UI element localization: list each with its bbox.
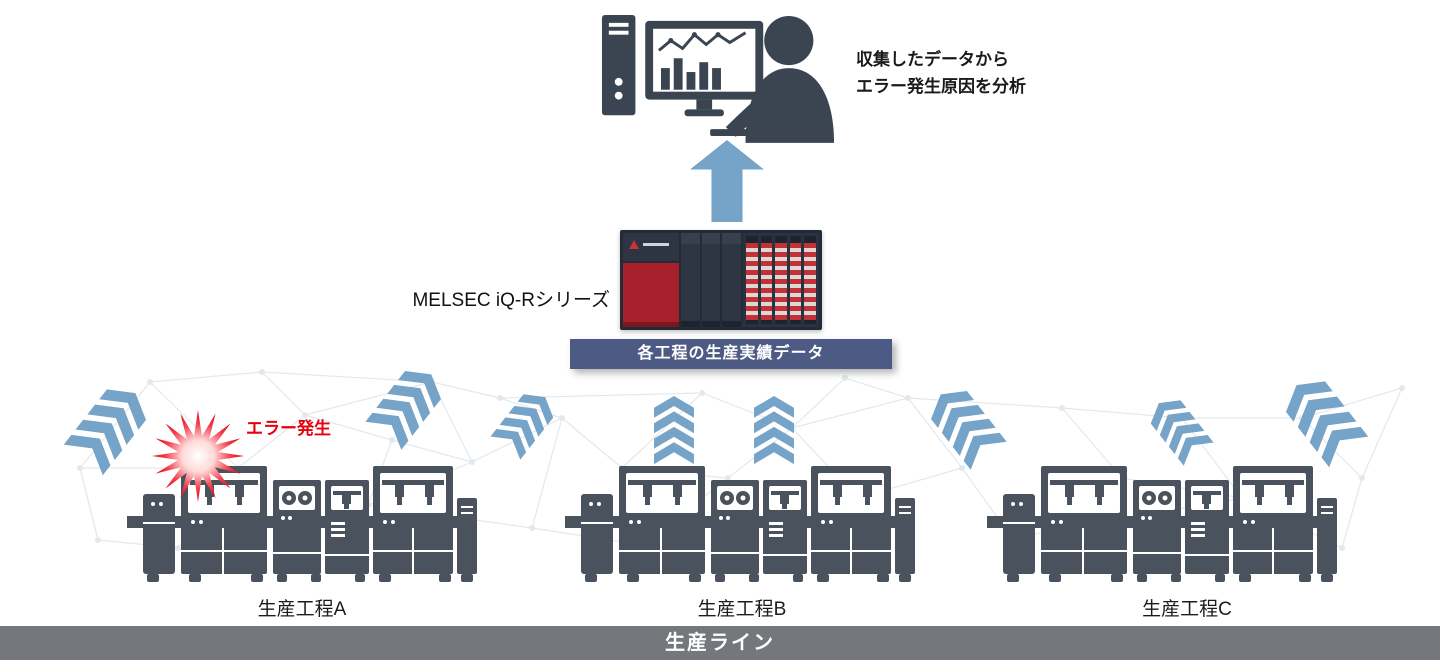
data-flow-chevron-icon [365, 360, 450, 451]
analyst-computer-icon [601, 15, 835, 143]
data-flow-chevron-icon [490, 385, 561, 460]
data-flow-chevron-icon [754, 396, 794, 465]
analysis-caption-line2: エラー発生原因を分析 [856, 77, 1026, 97]
upload-arrow-icon [690, 140, 764, 222]
data-flow-chevron-icon [1277, 370, 1369, 469]
process-c-label: 生産工程C [1142, 599, 1232, 620]
error-label: エラー発生 [246, 419, 331, 438]
error-burst-icon [152, 410, 244, 502]
machine-line-icon [987, 466, 1337, 590]
melsec-iqr-plc-image [620, 230, 822, 330]
data-flow-chevron-icon [654, 396, 694, 465]
production-line-bar: 生産ライン [0, 626, 1440, 660]
plc-base-modules [681, 233, 742, 327]
plc-label: MELSEC iQ-Rシリーズ [412, 290, 610, 311]
production-data-banner: 各工程の生産実績データ [570, 339, 892, 369]
machine-line-icon [565, 466, 915, 590]
mitsubishi-logo-icon [623, 233, 679, 261]
process-b-label: 生産工程B [697, 599, 787, 620]
data-flow-chevron-icon [923, 380, 1008, 471]
data-flow-chevron-icon [63, 378, 155, 477]
plc-cpu-module [623, 233, 679, 327]
data-flow-chevron-icon [1144, 391, 1215, 466]
plc-io-modules [743, 233, 819, 327]
process-a-label: 生産工程A [257, 599, 347, 620]
analysis-caption-line1: 収集したデータから [856, 50, 1009, 69]
analysis-caption: 収集したデータから エラー発生原因を分析 [856, 46, 1026, 100]
plc-red-panel [623, 263, 679, 327]
